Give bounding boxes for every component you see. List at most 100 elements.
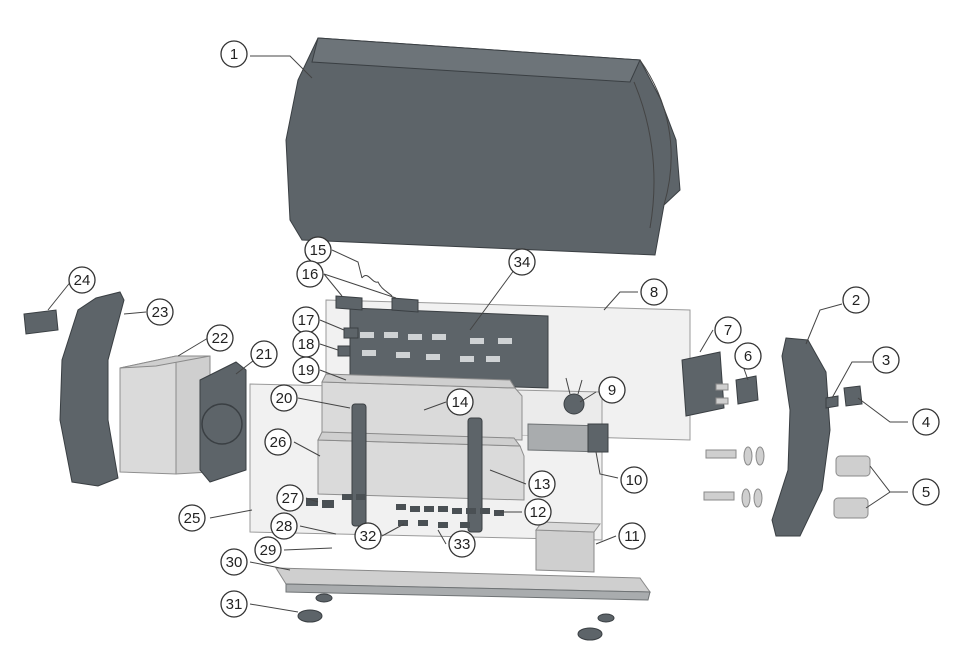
callout-circle	[220, 40, 248, 68]
callout-circle	[640, 278, 668, 306]
part-bolts-washers	[703, 446, 765, 508]
callout-circle	[270, 384, 298, 412]
callout-circle	[598, 376, 626, 404]
callout-22: 22	[206, 324, 234, 352]
callout-27: 27	[276, 484, 304, 512]
callout-10: 10	[620, 466, 648, 494]
callout-circle	[620, 466, 648, 494]
part-left-end-cap	[59, 291, 125, 487]
callout-number: 1	[230, 46, 238, 63]
callout-circle	[250, 340, 278, 368]
callout-28: 28	[270, 512, 298, 540]
callout-circle	[528, 470, 556, 498]
callout-circle	[206, 324, 234, 352]
callout-circle	[254, 536, 282, 564]
callout-circle	[220, 590, 248, 618]
callout-5: 5	[912, 478, 940, 506]
callout-30: 30	[220, 548, 248, 576]
callout-number: 20	[276, 390, 293, 407]
callout-24: 24	[68, 266, 96, 294]
part-terminal-block	[335, 275, 419, 313]
callout-circle	[842, 286, 870, 314]
callout-25: 25	[178, 504, 206, 532]
callout-circle	[178, 504, 206, 532]
callout-19: 19	[292, 356, 320, 384]
part-heating-element	[317, 373, 525, 501]
part-right-end-cap	[771, 337, 831, 537]
callout-number: 33	[454, 536, 471, 553]
callout-number: 13	[534, 476, 551, 493]
callout-number: 31	[226, 596, 243, 613]
callout-6: 6	[734, 342, 762, 370]
callout-number: 24	[74, 272, 91, 289]
callout-number: 8	[650, 284, 658, 301]
callout-number: 10	[626, 472, 643, 489]
callout-number: 27	[282, 490, 299, 507]
callout-1: 1	[220, 40, 248, 68]
callout-number: 26	[270, 434, 287, 451]
callout-circle	[270, 512, 298, 540]
part-switch	[23, 309, 59, 335]
part-end-foot	[833, 455, 871, 519]
callout-circle	[220, 548, 248, 576]
callout-number: 23	[152, 304, 169, 321]
part-motor-unit	[527, 377, 609, 453]
callout-15: 15	[304, 236, 332, 264]
callout-circle	[508, 248, 536, 276]
part-terminal-strip	[306, 494, 504, 528]
callout-number: 16	[302, 266, 319, 283]
callout-number: 6	[744, 348, 752, 365]
callout-17: 17	[292, 306, 320, 334]
callout-number: 28	[276, 518, 293, 535]
callout-number: 17	[298, 312, 315, 329]
callout-11: 11	[618, 522, 646, 550]
callout-number: 32	[360, 528, 377, 545]
part-housing-box	[119, 355, 211, 475]
callout-circle	[524, 498, 552, 526]
callout-number: 29	[260, 542, 277, 559]
callout-16: 16	[296, 260, 324, 288]
callout-7: 7	[714, 316, 742, 344]
callout-number: 9	[608, 382, 616, 399]
part-small-board	[681, 351, 725, 417]
callout-number: 21	[256, 346, 273, 363]
callout-number: 7	[724, 322, 732, 339]
part-fan	[199, 361, 247, 483]
callout-34: 34	[508, 248, 536, 276]
callout-29: 29	[254, 536, 282, 564]
callout-circle	[296, 260, 324, 288]
callout-12: 12	[524, 498, 552, 526]
part-sensor	[715, 375, 759, 405]
callout-21: 21	[250, 340, 278, 368]
leader-lines	[47, 55, 908, 613]
callout-number: 25	[184, 510, 201, 527]
callout-number: 3	[882, 352, 890, 369]
callout-33: 33	[448, 530, 476, 558]
callout-14: 14	[446, 388, 474, 416]
callout-20: 20	[270, 384, 298, 412]
callout-number: 5	[922, 484, 930, 501]
callout-8: 8	[640, 278, 668, 306]
callout-circle	[354, 522, 382, 550]
callout-number: 19	[298, 362, 315, 379]
callout-31: 31	[220, 590, 248, 618]
callout-circle	[446, 388, 474, 416]
callout-23: 23	[146, 298, 174, 326]
callout-number: 12	[530, 504, 547, 521]
callout-circle	[292, 356, 320, 384]
callout-circle	[714, 316, 742, 344]
callout-circle	[734, 342, 762, 370]
callout-18: 18	[292, 330, 320, 358]
callout-number: 22	[212, 330, 229, 347]
callout-2: 2	[842, 286, 870, 314]
callout-number: 18	[298, 336, 315, 353]
callout-32: 32	[354, 522, 382, 550]
callout-13: 13	[528, 470, 556, 498]
callout-number: 11	[624, 528, 640, 545]
callout-circle	[448, 530, 476, 558]
part-foot	[297, 593, 615, 641]
callout-number: 30	[226, 554, 243, 571]
callout-4: 4	[912, 408, 940, 436]
callout-circle	[912, 478, 940, 506]
